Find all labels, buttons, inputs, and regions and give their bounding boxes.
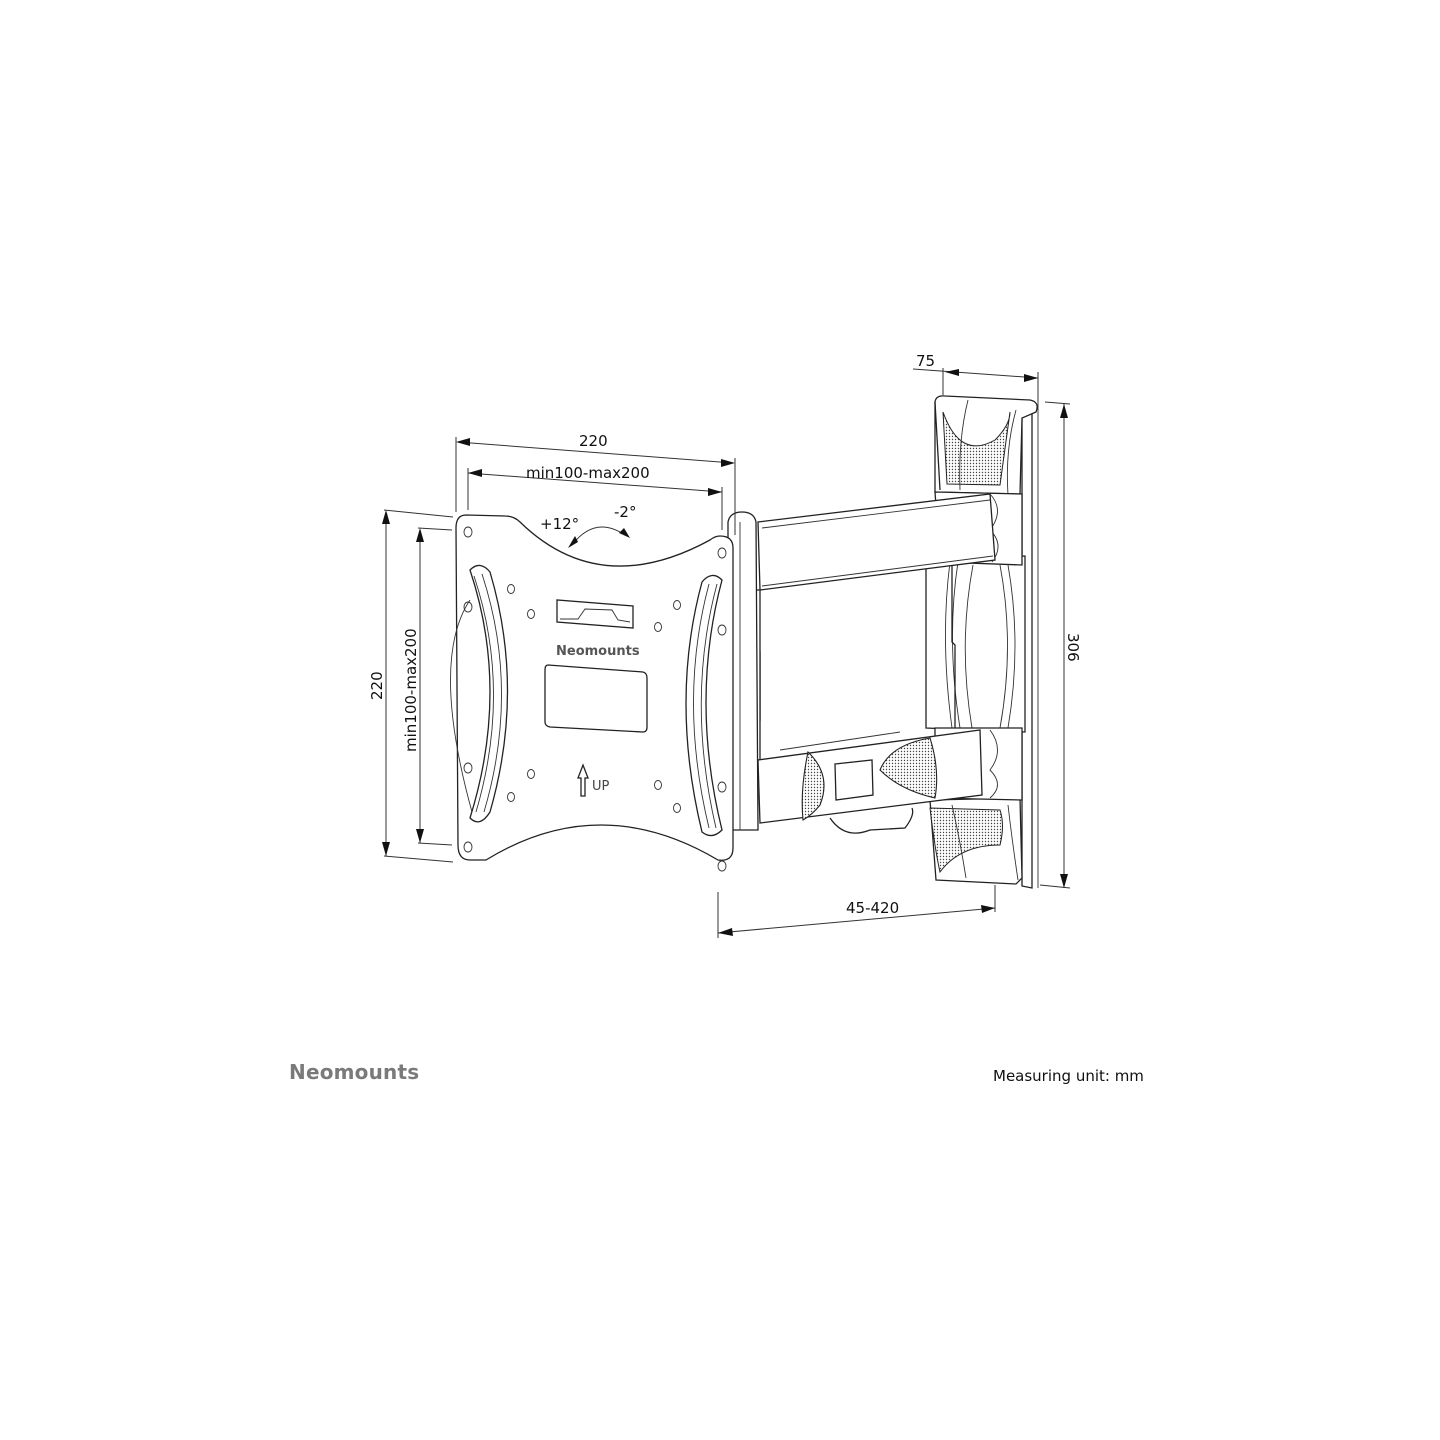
center-spine [925,555,1026,733]
dim-total-height-label: 306 [1064,633,1082,662]
top-cover-cap [934,395,1038,496]
dim-height-vesa-label: min100-max200 [402,628,420,752]
handle-cutout [556,599,634,629]
dim-extension [717,885,996,938]
dim-height-outer [382,509,454,863]
wall-plate [925,395,1039,889]
dim-height-vesa [416,527,453,846]
tilt-arc [571,526,626,546]
vesa-plate [450,511,759,872]
dim-wall-depth-label: 75 [916,352,935,370]
up-arrow-icon [577,763,589,797]
up-label: UP [592,779,610,794]
dim-extension-label: 45-420 [846,899,899,917]
lower-arm [757,729,983,834]
dim-wall-depth [912,368,1039,402]
dim-width-outer [455,437,736,535]
footer-unit-note: Measuring unit: mm [993,1067,1144,1085]
plate-brand-label: Neomounts [556,644,640,659]
left-mounting-slot [469,564,509,823]
dim-width-vesa [467,468,723,530]
right-mounting-slot [685,574,723,837]
dim-height-outer-label: 220 [368,671,386,700]
dim-total-height [1039,401,1071,889]
tilt-down-label: -2° [614,503,636,521]
tilt-up-label: +12° [540,515,579,533]
footer-brand-logo: Neomounts [289,1060,420,1084]
label-area [544,664,648,733]
vesa-holes [463,526,727,872]
dim-width-outer-label: 220 [579,432,608,450]
dim-width-vesa-label: min100-max200 [526,464,650,482]
upper-arm [757,493,996,591]
bottom-cover-cap [929,797,1023,885]
